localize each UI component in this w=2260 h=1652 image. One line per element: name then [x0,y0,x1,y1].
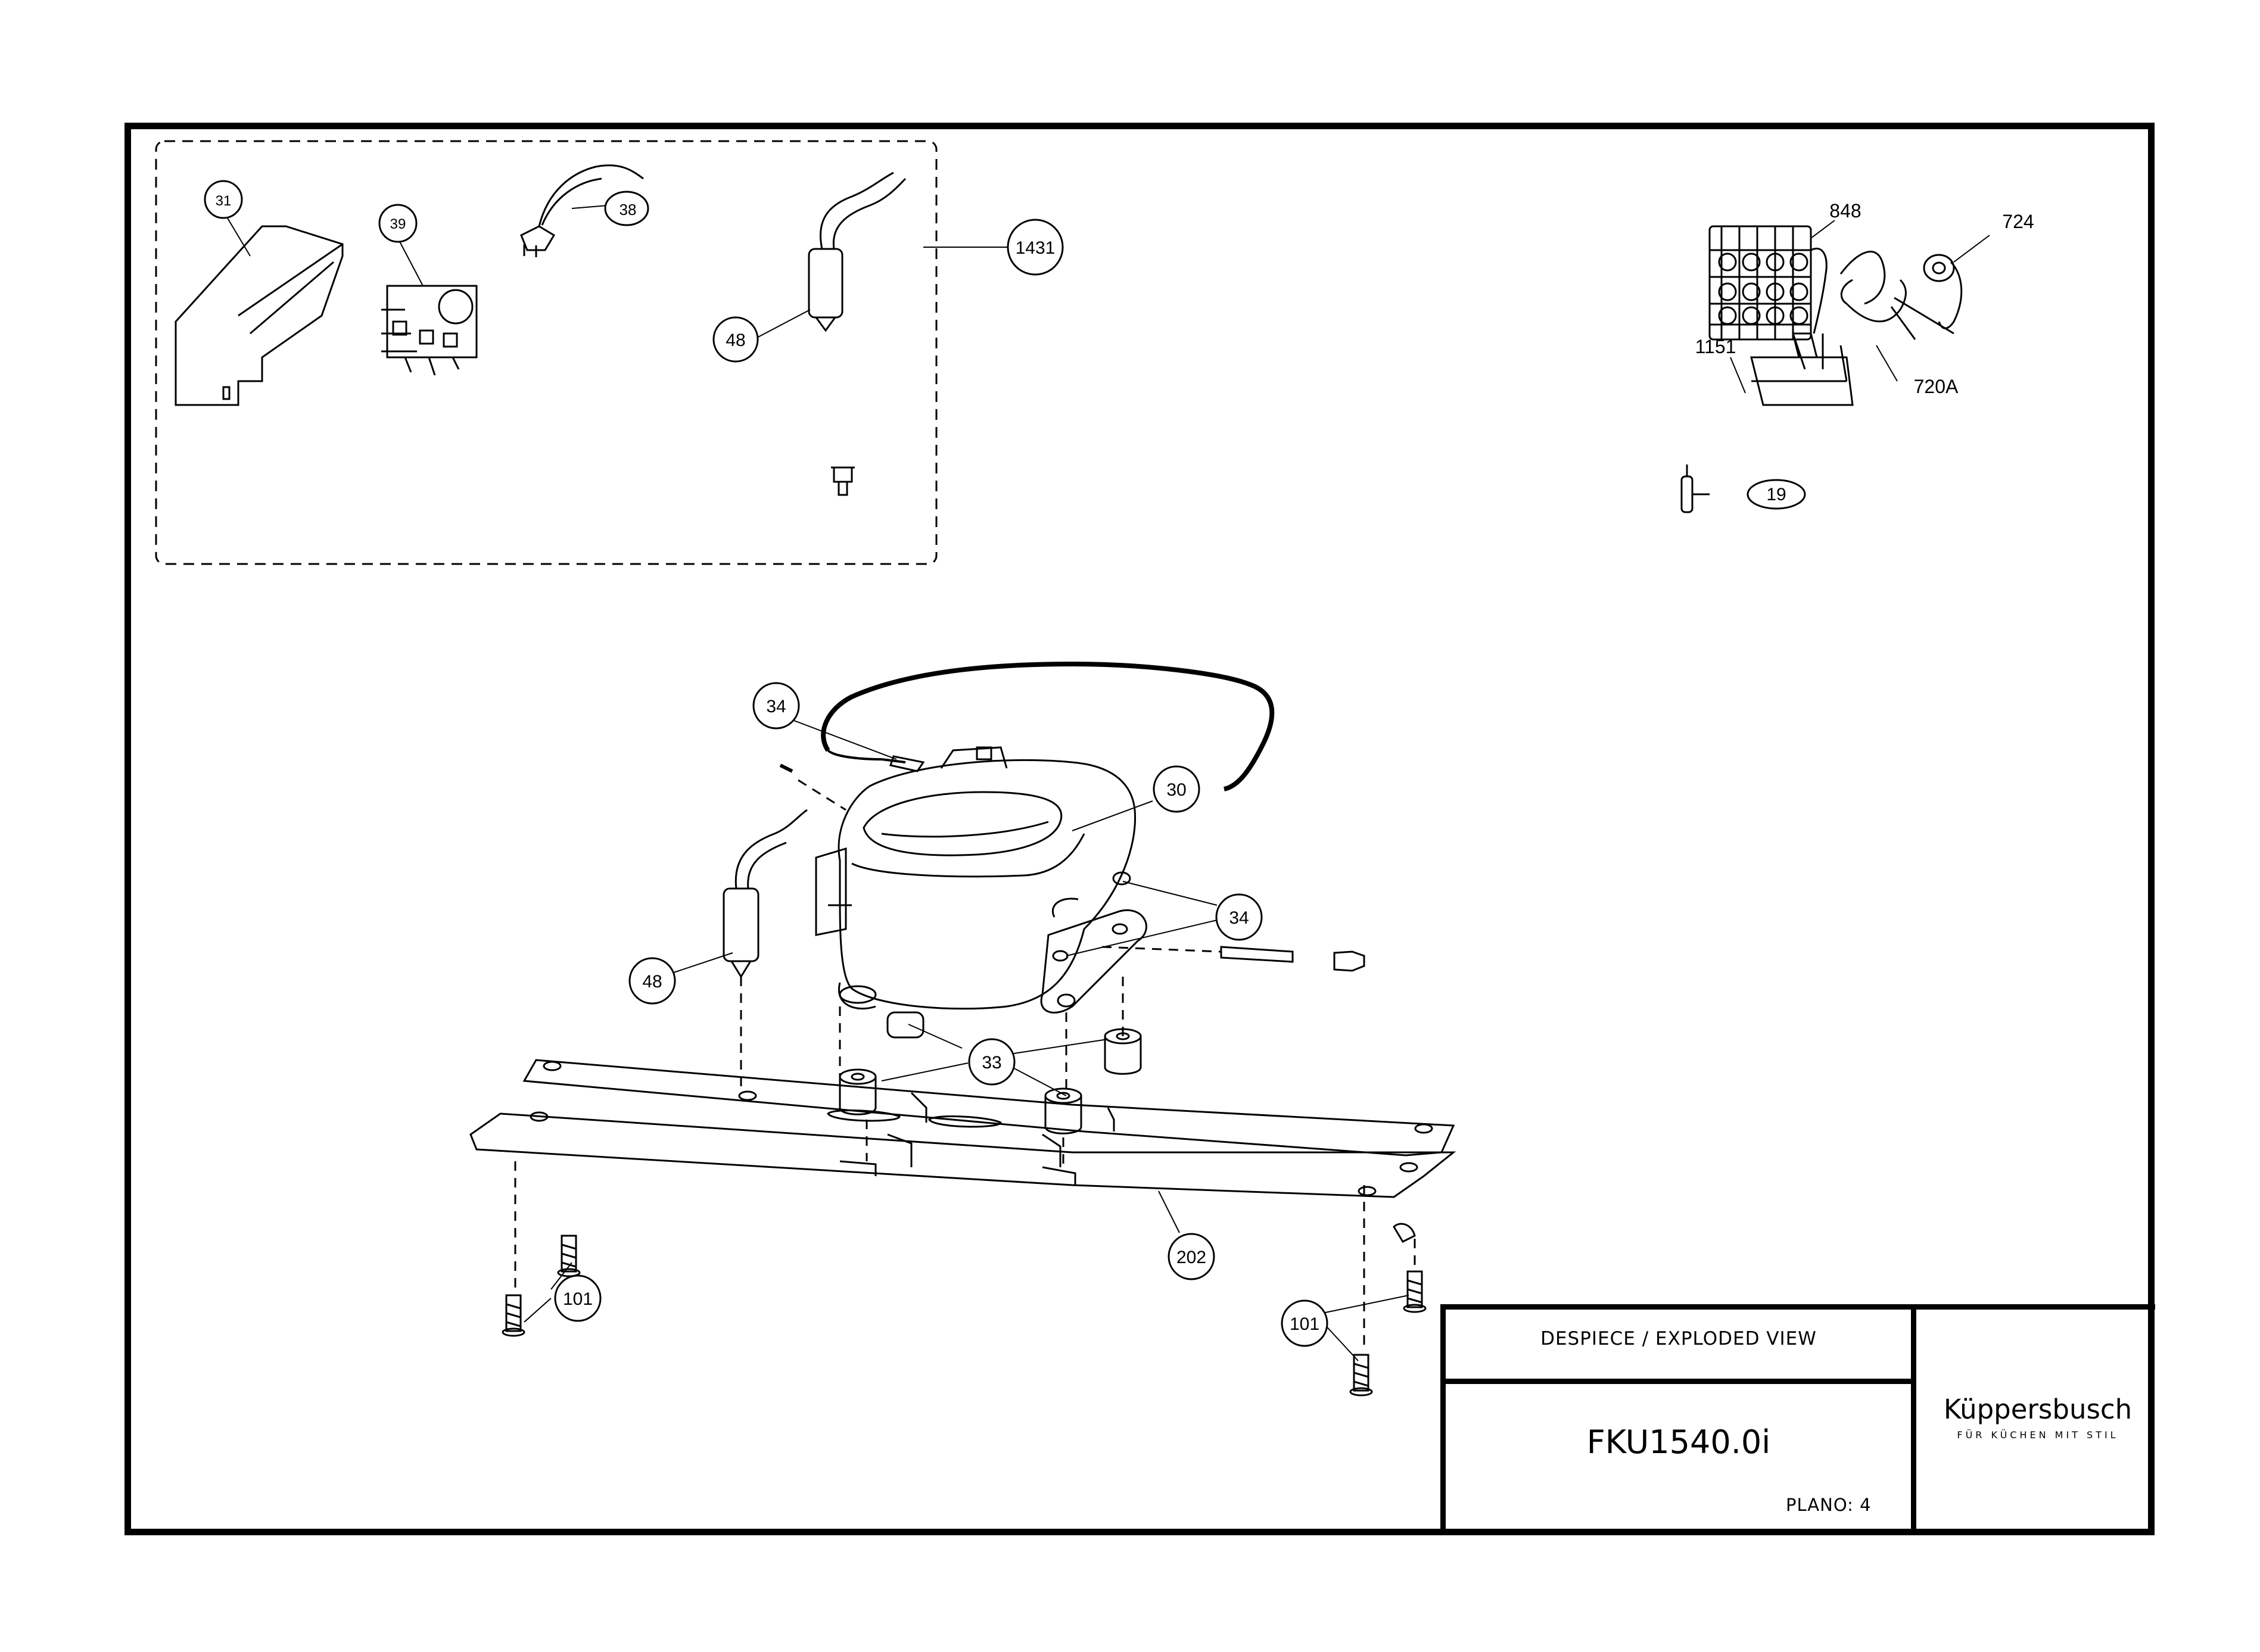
drawing-title: DESPIECE / EXPLODED VIEW [1540,1328,1817,1349]
callout-34-right: 34 [1229,908,1249,928]
callout-circles [204,180,1806,1347]
part-condenser-fan [1708,225,1963,406]
alignment-lines [514,977,1416,1352]
callout-720a: 720A [1914,376,1959,397]
sheet-number: PLANO: 4 [1786,1495,1872,1515]
drawing-frame [124,123,2155,1535]
brand-logo: Küppersbusch [1943,1394,2133,1425]
part-capacitor-mid [723,809,808,978]
title-block-divider-vertical [1911,1304,1916,1535]
leader-lines [226,205,1990,1361]
callout-101-right: 101 [1290,1314,1319,1334]
callout-101-left: 101 [563,1289,593,1309]
part-relay [381,285,478,376]
callout-labels: 31 39 38 1431 48 848 724 1151 720A 19 34… [216,193,2034,1334]
part-filter-drier [1680,465,1710,513]
part-capacitor-top [808,172,907,332]
callout-30: 30 [1166,780,1186,800]
callout-202: 202 [1176,1248,1206,1267]
callout-1431: 1431 [1016,238,1056,258]
part-grommet [831,466,855,496]
part-screws [502,1223,1427,1397]
callout-848: 848 [1829,200,1861,222]
part-protector [520,164,644,257]
callout-724: 724 [2002,211,2034,232]
part-base-plate [469,1059,1456,1198]
callout-48-top: 48 [726,331,745,350]
callout-19: 19 [1766,485,1786,504]
callout-33: 33 [982,1053,1001,1073]
part-relay-cover [175,225,344,406]
model-number: FKU1540.0i [1586,1423,1771,1461]
title-block-divider-horizontal [1440,1379,1914,1384]
title-block-border [1440,1304,2155,1535]
callout-38: 38 [620,201,637,219]
title-block: DESPIECE / EXPLODED VIEW FKU1540.0i PLAN… [1440,1304,2155,1535]
kit-dashed-box [155,140,938,565]
callout-48-mid: 48 [642,972,662,992]
callout-39: 39 [390,216,406,232]
callout-1151: 1151 [1695,336,1736,357]
callout-31: 31 [216,193,232,209]
brand-tagline: FÜR KÜCHEN MIT STIL [1957,1429,2119,1441]
part-compressor [779,661,1365,1039]
callout-34-top: 34 [766,697,786,716]
